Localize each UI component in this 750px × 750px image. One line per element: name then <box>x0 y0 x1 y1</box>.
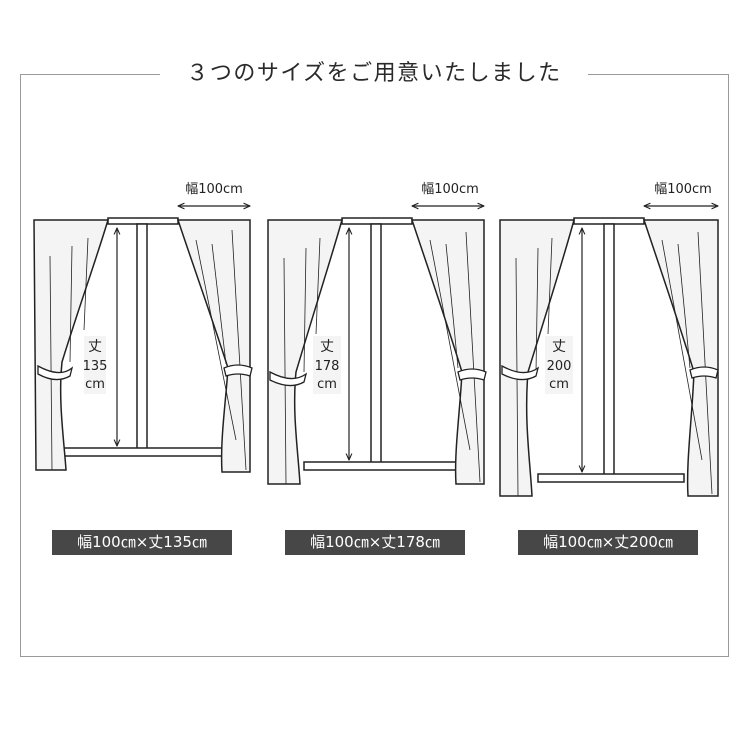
height-char-1: 丈 <box>88 339 102 355</box>
page-title: ３つのサイズをご用意いたしました <box>160 56 588 92</box>
width-label-1: 幅100cm <box>185 182 243 197</box>
curtain-panel-178 <box>267 206 487 485</box>
width-label-2: 幅100cm <box>421 182 479 197</box>
curtain-panel-135 <box>33 206 253 473</box>
height-unit-2: cm <box>317 377 337 392</box>
size-caption-1: 幅100㎝×丈135㎝ <box>52 530 232 555</box>
curtain-panel-200 <box>499 206 719 497</box>
height-value-2: 178 <box>315 359 340 374</box>
width-label-3: 幅100cm <box>654 182 712 197</box>
bottom-margin <box>0 716 750 750</box>
height-unit-1: cm <box>85 377 105 392</box>
size-caption-3: 幅100㎝×丈200㎝ <box>518 530 698 555</box>
height-char-3: 丈 <box>552 339 566 355</box>
size-caption-2: 幅100㎝×丈178㎝ <box>285 530 465 555</box>
height-unit-3: cm <box>549 377 569 392</box>
height-char-2: 丈 <box>320 339 334 355</box>
height-value-3: 200 <box>547 359 572 374</box>
height-value-1: 135 <box>83 359 108 374</box>
